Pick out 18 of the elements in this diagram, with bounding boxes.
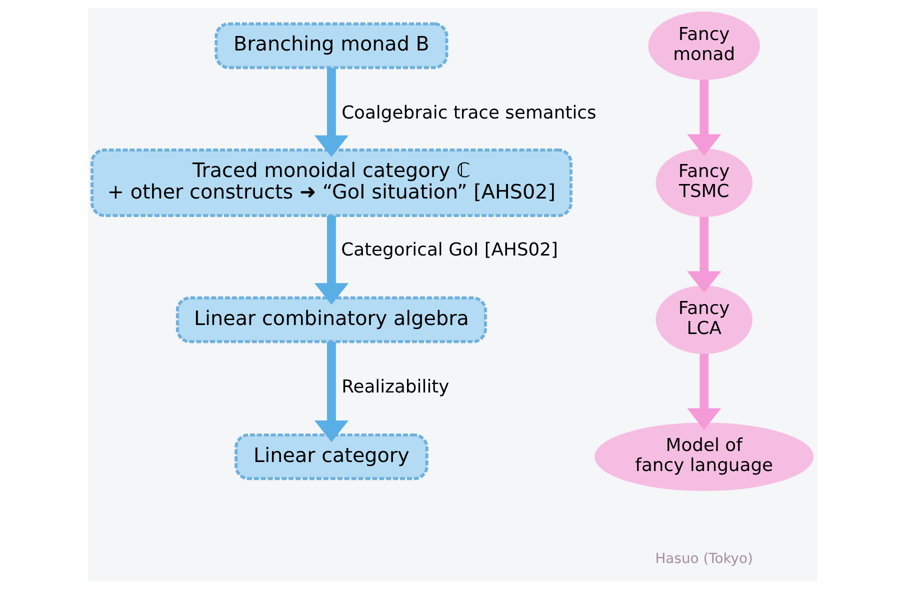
edge-label: Coalgebraic trace semantics [341,102,596,124]
node-ellipse: Fancy LCA [655,286,752,354]
edge-label: Realizability [341,376,449,398]
label: Hasuo (Tokyo) [654,550,752,567]
node-ellipse: Model of fancy language [594,422,814,491]
arrow [686,216,721,293]
arrow [314,216,348,305]
node-ellipse: Fancy TSMC [655,148,752,217]
node-box: Traced monoidal category ℂ + other constructs ➜ “GoI situation” [AHS02] [90,148,572,218]
arrow [686,354,721,430]
edge-label: Categorical GoI [AHS02] [340,240,558,261]
arrow [314,342,348,442]
node-ellipse: Fancy monad [648,12,760,80]
node-box: Linear combinatory algebra [175,296,486,344]
arrow [314,68,348,157]
node-box: Linear category [234,433,428,480]
arrow [686,80,721,156]
node-box: Branching monad B [214,22,448,70]
